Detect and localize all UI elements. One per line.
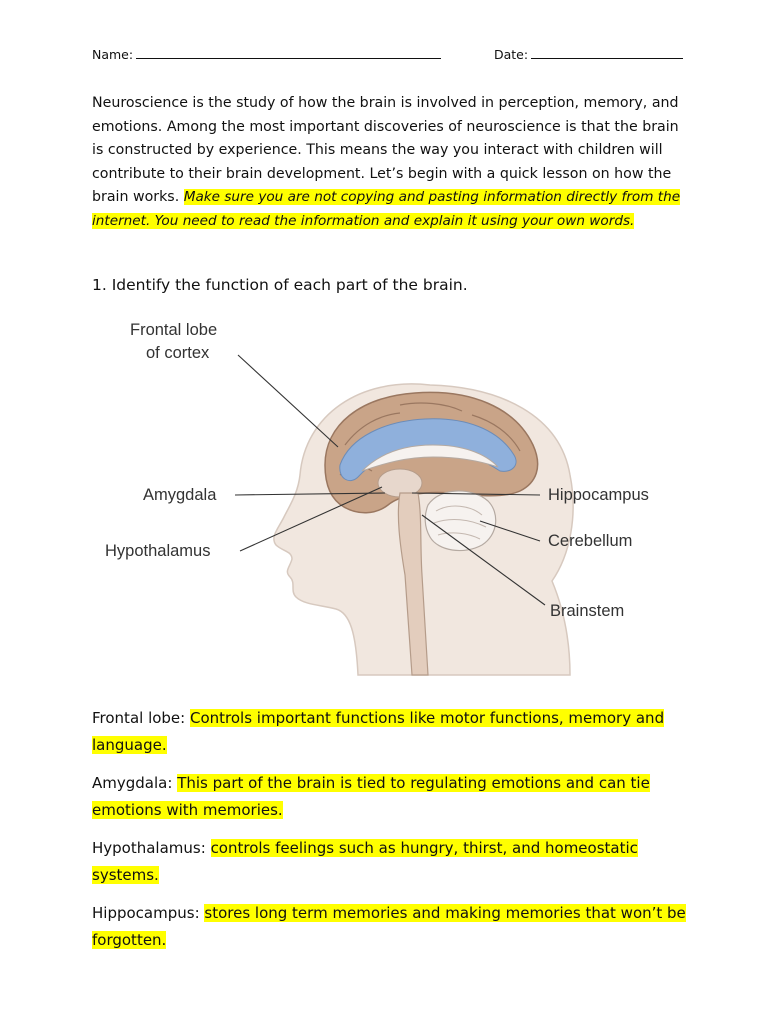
name-blank-line (136, 48, 442, 59)
ventricle (339, 418, 517, 481)
cerebellum-folds (433, 505, 487, 540)
date-label: Date: (494, 47, 529, 62)
brain-diagram: Frontal lobe of cortex Amygdala Hypothal… (100, 315, 680, 685)
label-frontal-lobe-line1: Frontal lobe (130, 321, 218, 339)
term: Hippocampus (92, 904, 195, 922)
term-separator: : (180, 709, 190, 727)
hypothalamus-pointer (239, 486, 383, 552)
label-hypothalamus: Hypothalamus (105, 542, 211, 560)
answer-amygdala: Amygdala: This part of the brain is tied… (92, 770, 692, 824)
label-brainstem: Brainstem (550, 602, 625, 620)
cerebellum-shape (424, 490, 497, 552)
name-field: Name: (92, 47, 442, 62)
label-cerebellum: Cerebellum (548, 532, 633, 550)
brainstem-pointer (421, 514, 546, 606)
amygdala-pointer (234, 492, 386, 496)
name-label: Name: (92, 47, 134, 62)
corpus-callosum (361, 444, 499, 472)
term: Hypothalamus (92, 839, 201, 857)
term: Frontal lobe (92, 709, 181, 727)
hippocampus-pointer (411, 492, 541, 496)
date-blank-line (531, 48, 684, 59)
question-heading: 1. Identify the function of each part of… (92, 276, 468, 294)
cerebellum-pointer (479, 520, 541, 542)
term: Amygdala (92, 774, 168, 792)
brain-illustration (234, 354, 574, 676)
label-amygdala: Amygdala (143, 486, 217, 504)
term-separator: : (194, 904, 205, 922)
intro-text: Neuroscience is the study of how the bra… (92, 95, 679, 205)
label-frontal-lobe-line2: of cortex (146, 344, 210, 362)
answers-section: Frontal lobe: Controls important functio… (92, 705, 692, 965)
frontal-pointer (237, 354, 339, 448)
answer-hypothalamus: Hypothalamus: controls feelings such as … (92, 835, 692, 889)
term-separator: : (167, 774, 178, 792)
answer-hippocampus: Hippocampus: stores long term memories a… (92, 900, 692, 954)
gyri-lines (339, 402, 521, 476)
label-hippocampus: Hippocampus (548, 486, 649, 504)
term-separator: : (200, 839, 211, 857)
intro-paragraph: Neuroscience is the study of how the bra… (92, 92, 682, 233)
answer-frontal-lobe: Frontal lobe: Controls important functio… (92, 705, 692, 759)
brainstem-shape (397, 492, 429, 676)
date-field: Date: (494, 47, 684, 62)
